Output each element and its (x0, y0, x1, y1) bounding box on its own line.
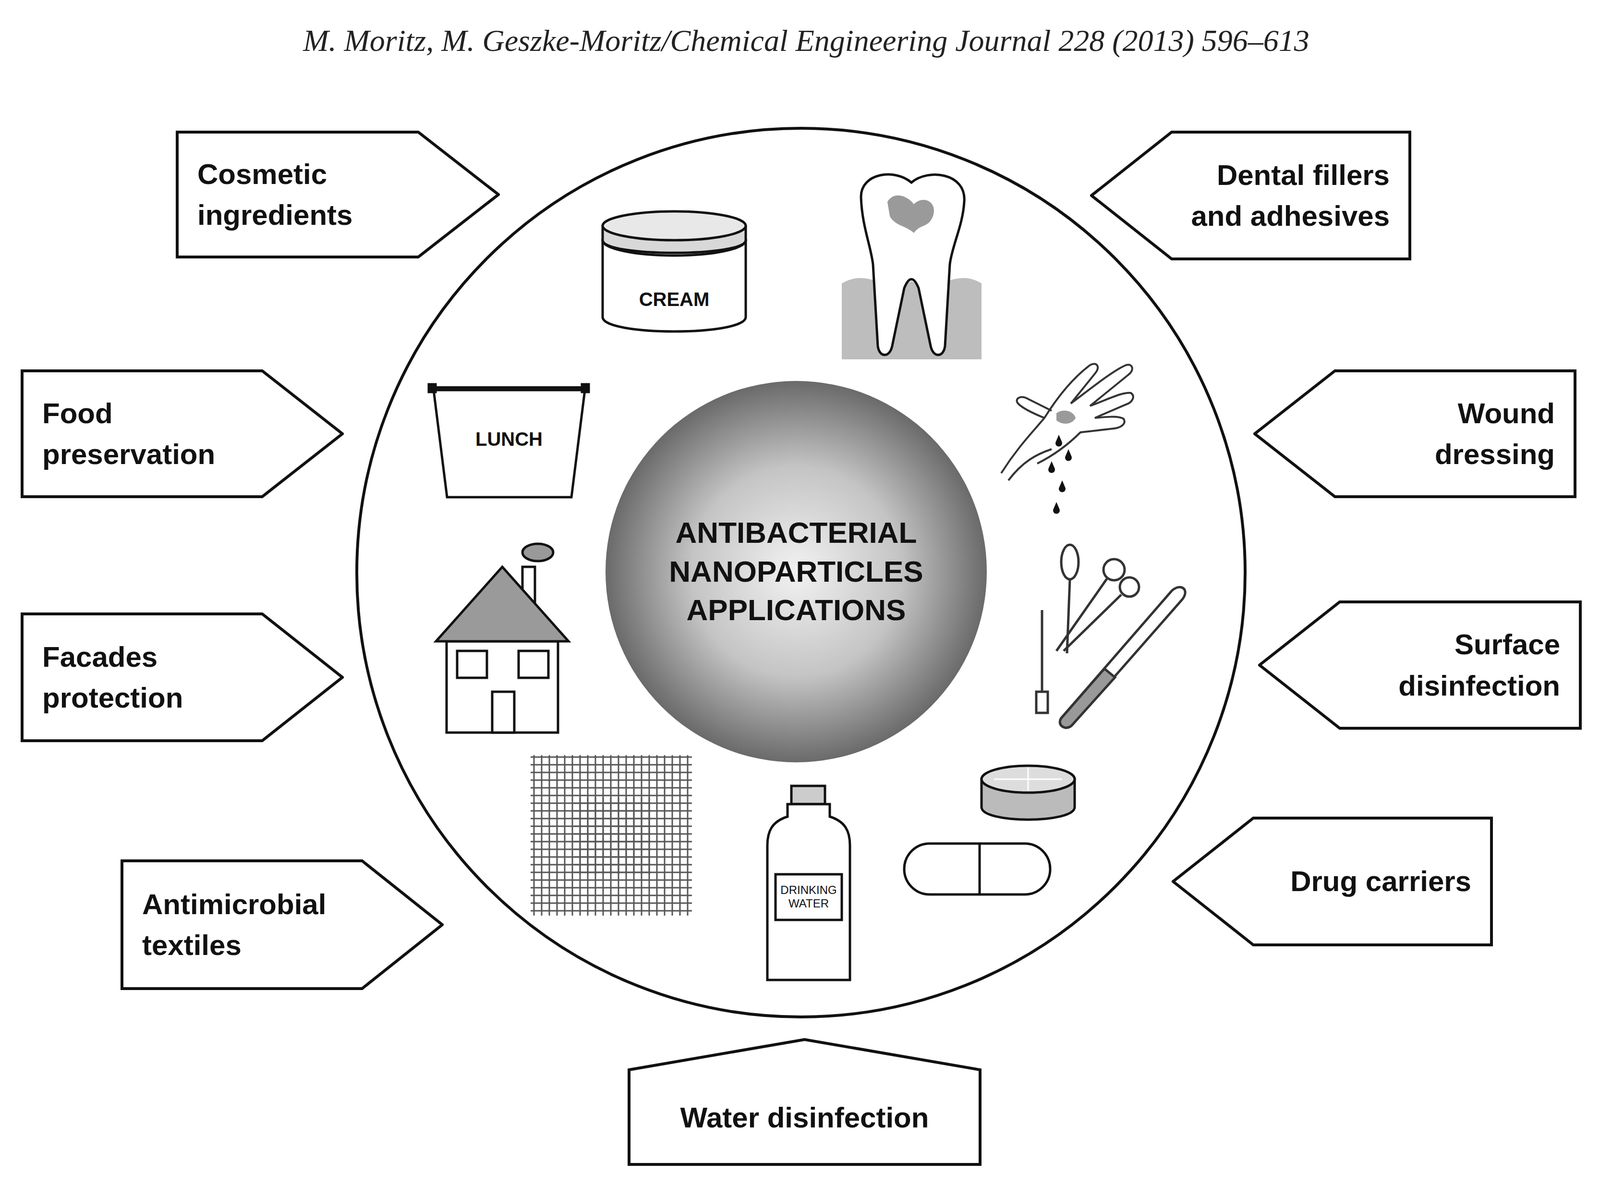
arrow-box: Cosmetic ingredients (175, 130, 500, 259)
textile-dense (573, 797, 651, 874)
arrow-box: Dental fillers and adhesives (1090, 130, 1412, 261)
arrow-box: Facades protection (20, 612, 344, 742)
journal-header: M. Moritz, M. Geszke-Moritz/Chemical Eng… (230, 23, 1383, 59)
center-sphere: ANTIBACTERIAL NANOPARTICLES APPLICATIONS (605, 380, 987, 763)
arrow-box: Wound dressing (1253, 369, 1577, 498)
bottle-label: DRINKING WATER (777, 883, 840, 910)
cream-jar (602, 211, 746, 332)
arrow-box: Water disinfection (627, 1037, 982, 1166)
arrow-outline (20, 612, 344, 742)
box-label: Cosmetic ingredients (175, 153, 500, 236)
sphere (605, 380, 987, 763)
arrow-box: Food preservation (20, 369, 344, 498)
water-bottle (767, 785, 850, 980)
lunch-box (428, 384, 589, 497)
box-label: Antimicrobial textiles (120, 883, 444, 966)
textile (530, 754, 692, 916)
box-label: Drug carriers (1171, 860, 1493, 902)
arrow-outline (175, 130, 500, 259)
arrow-outline (120, 859, 444, 990)
surgical-tools (1036, 544, 1186, 728)
tooth (841, 174, 982, 360)
arrow-box: Drug carriers (1171, 816, 1493, 946)
box-label: Food preservation (20, 392, 344, 475)
box-label: Water disinfection (627, 1065, 982, 1138)
arrow-outline (1258, 600, 1582, 730)
house (436, 543, 569, 733)
arrow-box: Antimicrobial textiles (120, 859, 444, 990)
petri-dish (981, 765, 1075, 820)
box-label-text: LUNCH (446, 427, 572, 450)
center-title: ANTIBACTERIAL NANOPARTICLES APPLICATIONS (647, 513, 946, 630)
outer-ring (356, 128, 1246, 1017)
arrow-outline (20, 369, 344, 498)
box-label: Surface disinfection (1258, 623, 1582, 706)
arrow-outline (1090, 130, 1412, 261)
arrow-box: Surface disinfection (1258, 600, 1582, 730)
arrow-outline (1253, 369, 1577, 498)
box-label: Dental fillers and adhesives (1090, 154, 1412, 237)
box-label: Wound dressing (1253, 392, 1577, 475)
capsule (904, 843, 1051, 895)
jar-label: CREAM (611, 288, 737, 311)
box-label: Facades protection (20, 636, 344, 718)
wounded-hand (1001, 363, 1134, 514)
